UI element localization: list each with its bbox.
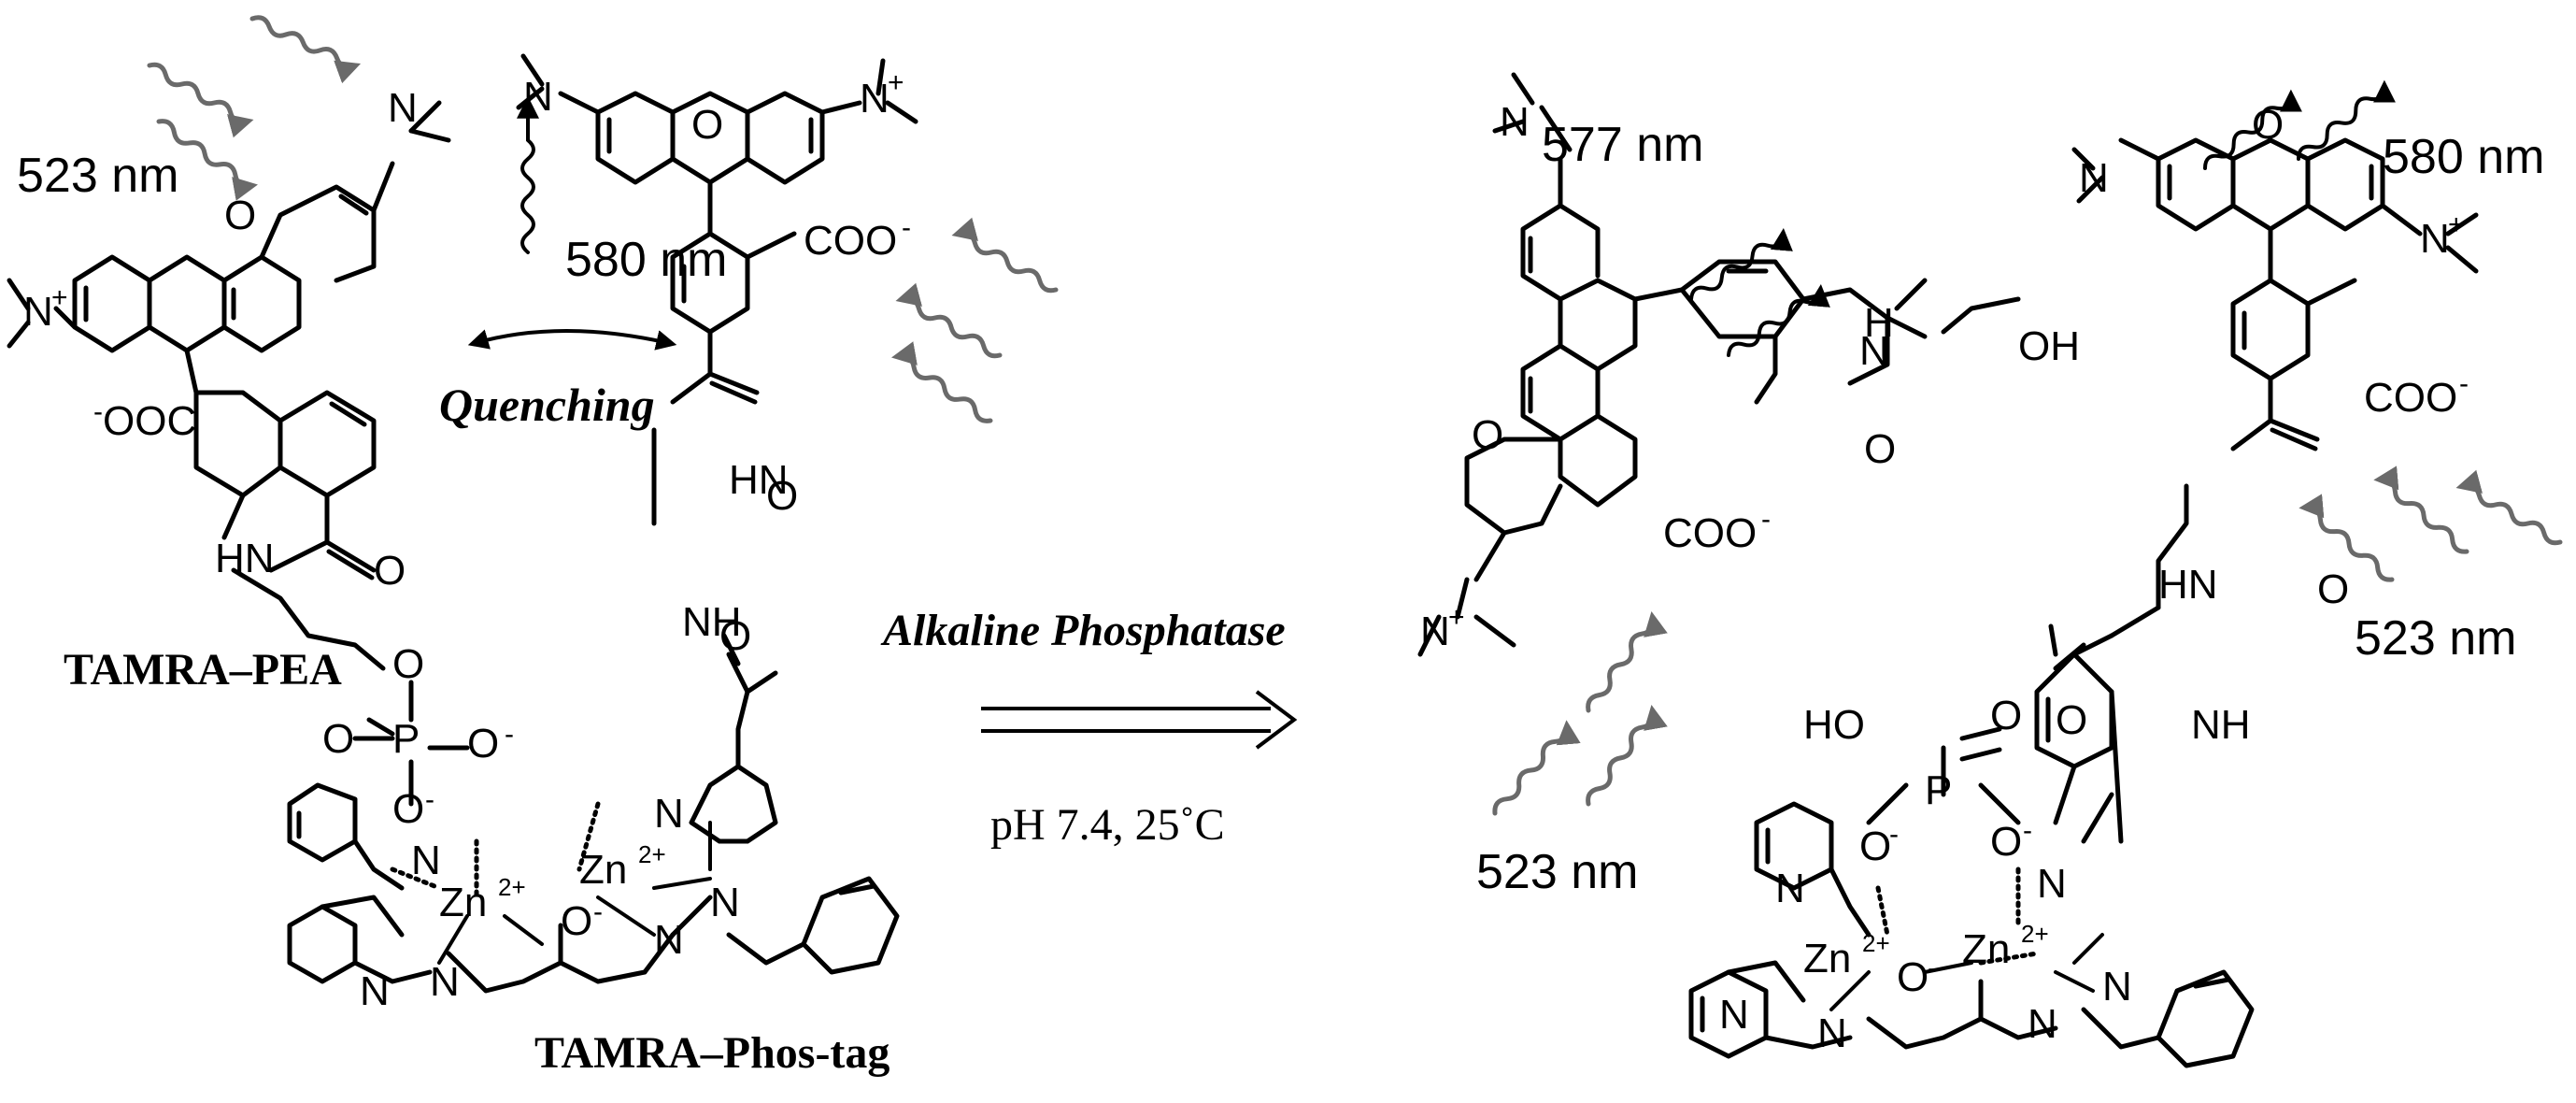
atom-p: P (392, 716, 420, 762)
atom-o: O (392, 786, 424, 832)
atom-o: O (719, 613, 751, 659)
tamra-ethanolamine-structure (1417, 72, 2021, 657)
charge-minus: - (902, 212, 911, 243)
wavelength-label: 523 nm (1476, 845, 1638, 899)
wavelength-label: 580 nm (2383, 130, 2544, 184)
quenching-arrow (467, 329, 677, 351)
atom-o: O (224, 193, 256, 238)
wavelength-label: 580 nm (565, 233, 727, 287)
charge-plus: + (51, 282, 68, 313)
charge-minus: - (2023, 815, 2032, 846)
emitted-light-left (517, 95, 539, 254)
atom-h: H (1864, 300, 1894, 346)
emitted-light-right (1689, 79, 2396, 357)
absorbed-light-left (147, 15, 1059, 423)
atom-p: P (1925, 767, 1952, 813)
atom-n: N (1719, 992, 1749, 1038)
atom-n: N (2028, 1001, 2057, 1047)
atom-oh: OH (2018, 323, 2080, 369)
zn-charge: 2+ (1862, 929, 1890, 957)
atom-coo: COO (1663, 510, 1757, 556)
zn-charge: 2+ (638, 840, 666, 868)
zn-charge: 2+ (498, 873, 526, 901)
charge-plus: + (2448, 209, 2465, 240)
atom-n: N (2102, 964, 2132, 1010)
atom-n: N (1500, 99, 1530, 145)
charge-minus: - (2459, 368, 2469, 399)
atom-o: O (322, 716, 354, 762)
atom-o: O (1897, 954, 1928, 1000)
atom-n-plus: N (23, 289, 53, 335)
atom-n: N (1775, 866, 1805, 911)
wavelength-label: 577 nm (1542, 118, 1703, 172)
conditions-label: pH 7.4, 25˚C (990, 800, 1225, 850)
charge-minus: - (1928, 953, 1937, 983)
atom-hn: HN (2158, 562, 2218, 608)
atom-o: O (374, 548, 406, 594)
zn-charge: 2+ (2021, 920, 2049, 948)
atom-o: O (2056, 697, 2087, 743)
quenching-label: Quenching (439, 379, 655, 431)
charge-minus: - (1761, 504, 1771, 535)
atom-n-plus: N (1420, 609, 1450, 654)
charge-minus: - (93, 396, 103, 427)
atom-n: N (388, 85, 418, 131)
atom-zn: Zn (439, 880, 487, 925)
charge-minus: - (425, 784, 434, 815)
atom-hn: HN (729, 457, 789, 503)
atom-n: N (360, 968, 390, 1014)
atom-o: O (561, 898, 592, 944)
wavelength-label: 523 nm (2355, 611, 2516, 666)
tamra-phostag-product-structure (1688, 137, 2479, 1068)
atom-o: O (1864, 426, 1896, 472)
charge-minus: - (1889, 819, 1899, 850)
charge-minus: - (593, 896, 603, 927)
atom-labels: O N N + - OOC O HN O P O O - O - N Zn 2+… (23, 67, 2469, 1056)
atom-n: N (1817, 1010, 1847, 1056)
atom-nh: NH (682, 599, 742, 645)
atom-o: O (1990, 819, 2022, 865)
atom-n: N (2037, 861, 2067, 907)
charge-minus: - (505, 719, 514, 750)
atom-coo: COO (2364, 375, 2457, 421)
atom-o: O (467, 721, 499, 766)
compound-label-tamra-phostag: TAMRA–Phos-tag (534, 1028, 890, 1078)
atom-o: O (691, 102, 723, 148)
wavelength-label: 523 nm (17, 149, 178, 203)
charge-plus: + (888, 67, 904, 98)
atom-o: O (2317, 566, 2349, 612)
atom-zn: Zn (1962, 926, 2010, 972)
atom-ho: HO (1803, 702, 1865, 748)
atom-n-plus: N (860, 76, 890, 122)
atom-n: N (523, 74, 553, 120)
atom-o: O (766, 473, 798, 519)
atom-n: N (430, 959, 460, 1005)
atom-n: N (2079, 155, 2109, 201)
charge-plus: + (1448, 602, 1465, 633)
atom-n: N (710, 880, 740, 925)
atom-o: O (2252, 102, 2284, 148)
atom-zn: Zn (579, 847, 627, 893)
tamra-pea-structure (7, 53, 918, 994)
atom-hn: HN (215, 536, 275, 581)
atom-zn: Zn (1803, 936, 1851, 981)
atom-n: N (1859, 328, 1889, 374)
absorbed-light-right (1492, 466, 2563, 816)
atom-n: N (654, 791, 684, 837)
atom-ooc: OOC (103, 398, 196, 444)
atom-o: O (1990, 693, 2022, 738)
atom-o: O (1859, 824, 1891, 869)
atom-n: N (411, 838, 441, 883)
reaction-arrow (981, 690, 1298, 750)
enzyme-label: Alkaline Phosphatase (880, 606, 1286, 655)
atom-n-plus: N (2420, 216, 2450, 262)
atom-o: O (1472, 412, 1503, 458)
atom-n: N (654, 917, 684, 963)
atom-coo: COO (804, 218, 897, 264)
atom-o: O (392, 641, 424, 687)
compound-label-tamra-pea: TAMRA–PEA (64, 645, 342, 695)
atom-nh: NH (2191, 702, 2251, 748)
